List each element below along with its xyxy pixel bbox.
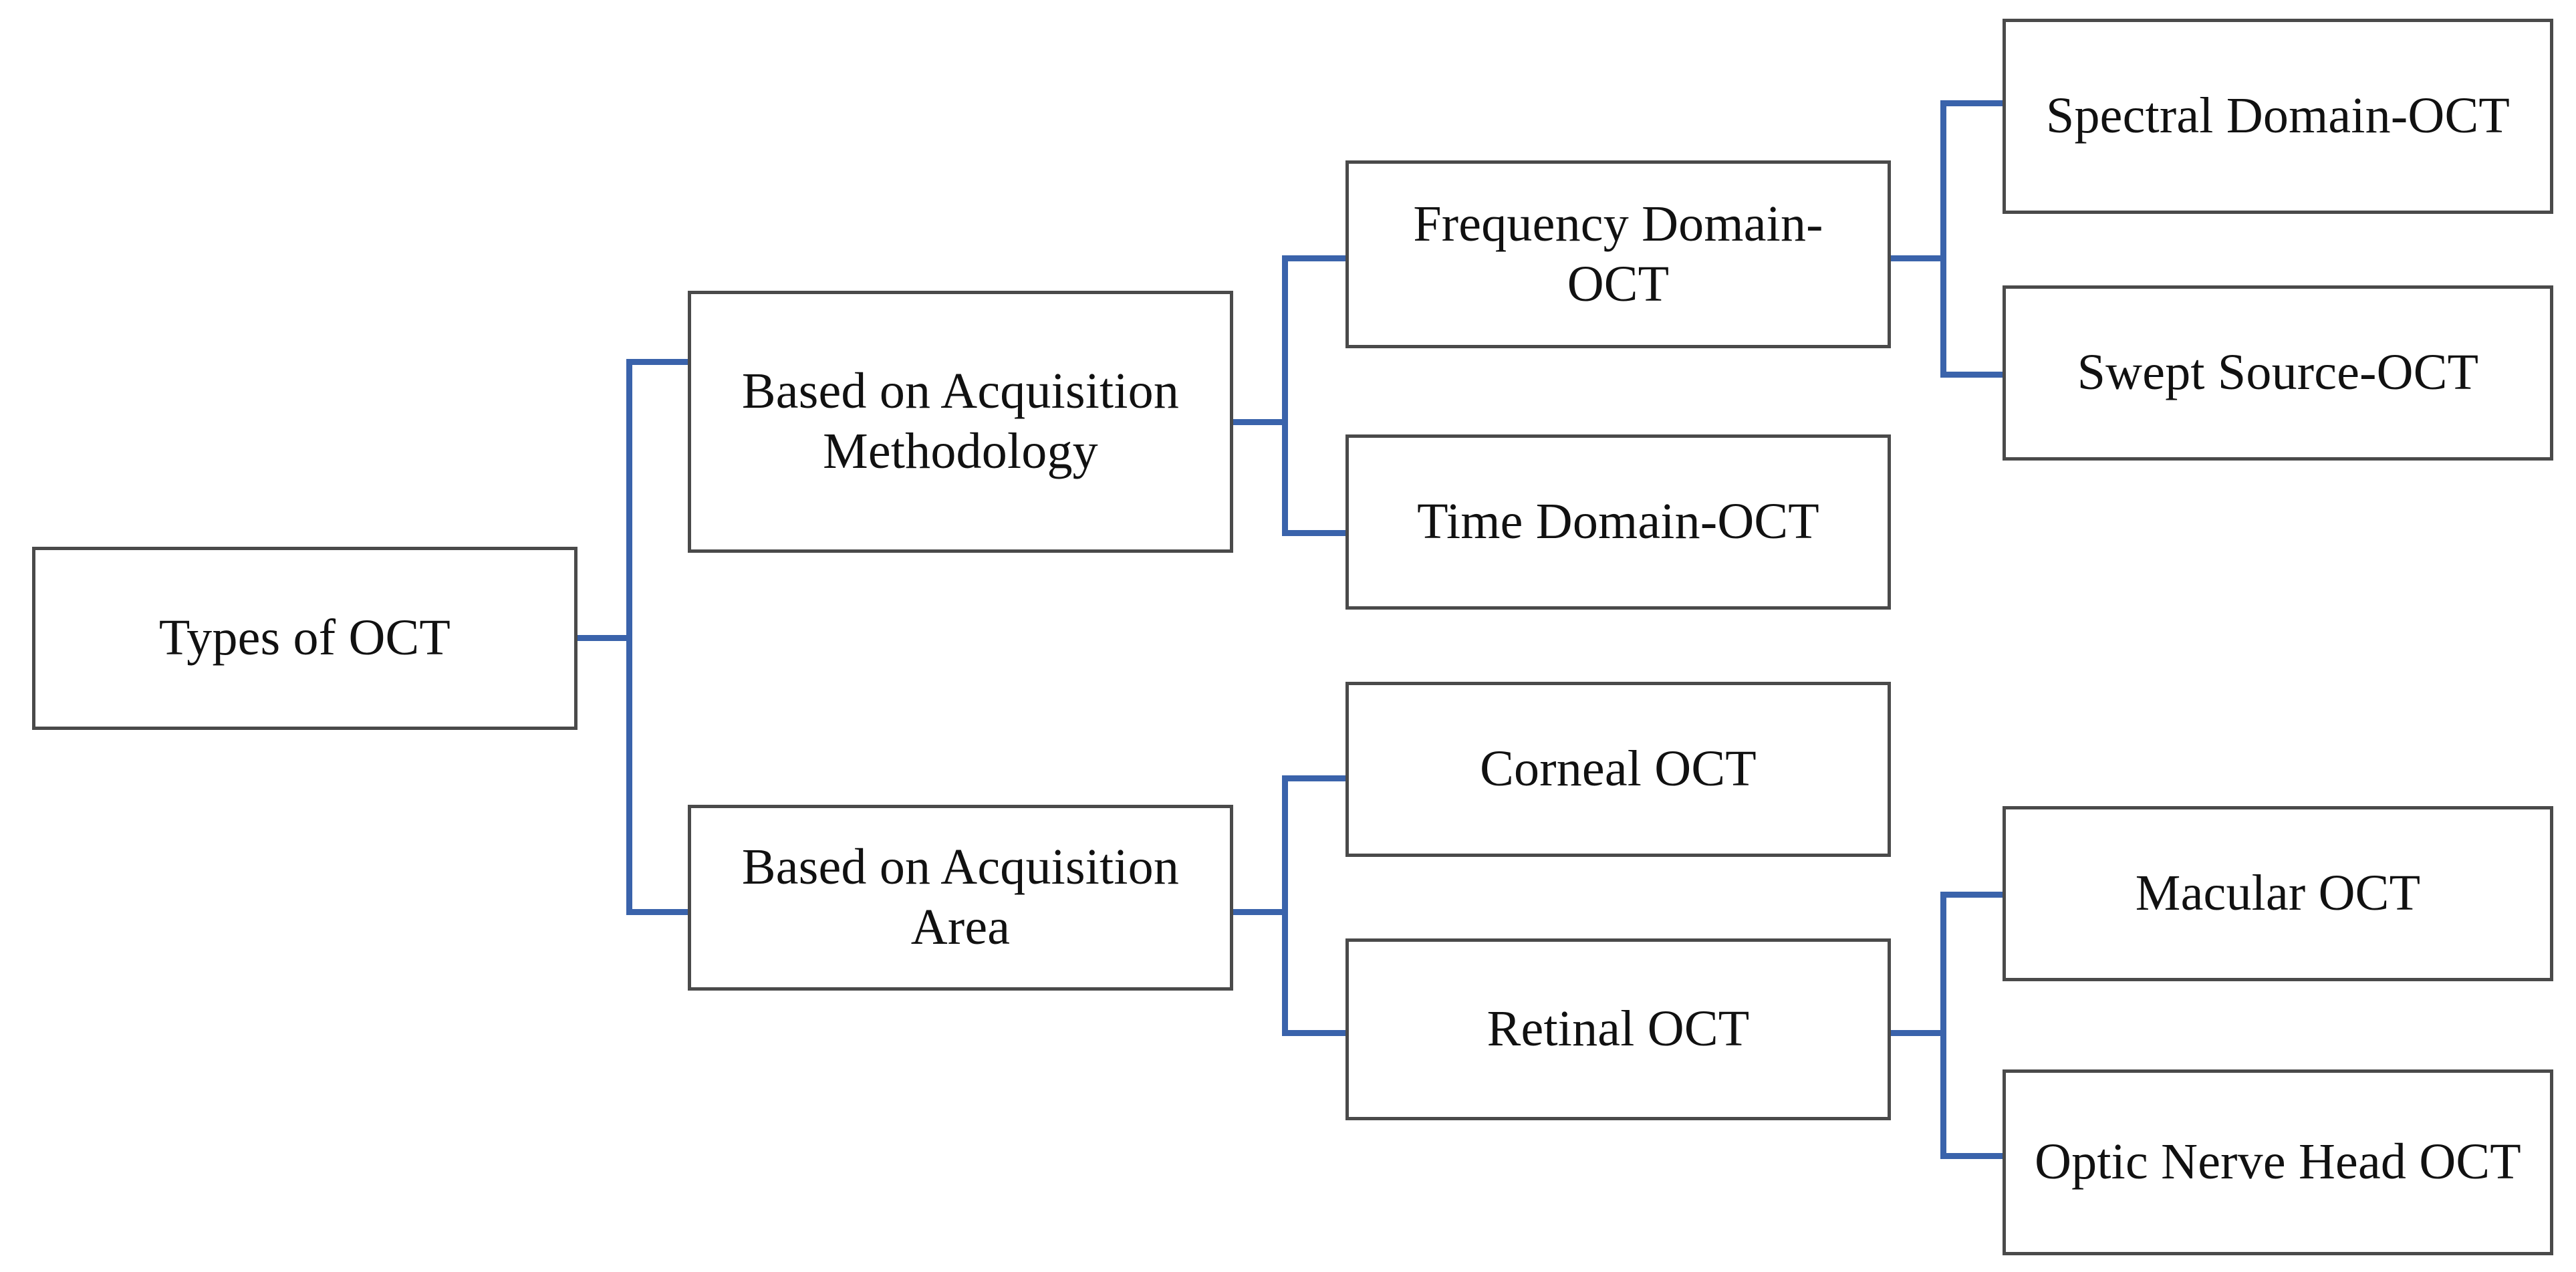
connector-to-frequency-domain-oct (1282, 255, 1349, 261)
node-macular-oct[interactable]: Macular OCT (2003, 806, 2553, 981)
node-frequency-domain-oct[interactable]: Frequency Domain-OCT (1345, 160, 1891, 348)
node-label: Swept Source-OCT (2077, 344, 2479, 401)
node-label: Types of OCT (158, 610, 451, 666)
node-time-domain-oct[interactable]: Time Domain-OCT (1345, 434, 1891, 610)
node-based-on-acquisition-area[interactable]: Based on Acquisition Area (688, 805, 1233, 991)
node-label: Optic Nerve Head OCT (2035, 1134, 2521, 1190)
node-label: Spectral Domain-OCT (2046, 88, 2510, 144)
connector-retinal-oct-trunk (1940, 892, 1946, 1159)
node-swept-source-oct[interactable]: Swept Source-OCT (2003, 285, 2553, 461)
connector-to-retinal-oct (1282, 1030, 1349, 1036)
connector-to-time-domain-oct (1282, 530, 1349, 536)
connector-frequency-domain-oct-stub (1891, 255, 1946, 261)
node-label: Based on Acquisition Methodology (741, 363, 1180, 479)
connector-acq-methodology-trunk (1282, 255, 1288, 536)
connector-to-macular-oct (1940, 892, 2006, 898)
node-corneal-oct[interactable]: Corneal OCT (1345, 682, 1891, 857)
connector-root-to-acq-area (626, 909, 690, 915)
connector-retinal-oct-stub (1891, 1030, 1946, 1036)
node-label: Macular OCT (2135, 865, 2421, 922)
connector-to-spectral-domain-oct (1940, 100, 2006, 106)
node-label: Frequency Domain-OCT (1413, 195, 1823, 312)
connector-acq-methodology-stub (1233, 419, 1288, 425)
connector-to-corneal-oct (1282, 775, 1349, 781)
node-label: Corneal OCT (1480, 741, 1757, 797)
connector-to-optic-nerve-head-oct (1940, 1153, 2006, 1159)
connector-frequency-domain-oct-trunk (1940, 100, 1946, 378)
connector-root-to-acq-methodology (626, 359, 690, 365)
node-based-on-acquisition-methodology[interactable]: Based on Acquisition Methodology (688, 291, 1233, 553)
node-label: Based on Acquisition Area (741, 839, 1180, 955)
node-spectral-domain-oct[interactable]: Spectral Domain-OCT (2003, 19, 2553, 214)
node-types-of-oct[interactable]: Types of OCT (32, 547, 577, 730)
node-label: Time Domain-OCT (1417, 493, 1819, 550)
node-retinal-oct[interactable]: Retinal OCT (1345, 938, 1891, 1120)
connector-acq-area-stub (1233, 909, 1288, 915)
connector-acq-area-trunk (1282, 775, 1288, 1036)
node-optic-nerve-head-oct[interactable]: Optic Nerve Head OCT (2003, 1069, 2553, 1255)
connector-root-stub (577, 635, 632, 641)
node-label: Retinal OCT (1487, 1001, 1750, 1057)
connector-root-trunk (626, 359, 632, 915)
connector-to-swept-source-oct (1940, 372, 2006, 378)
